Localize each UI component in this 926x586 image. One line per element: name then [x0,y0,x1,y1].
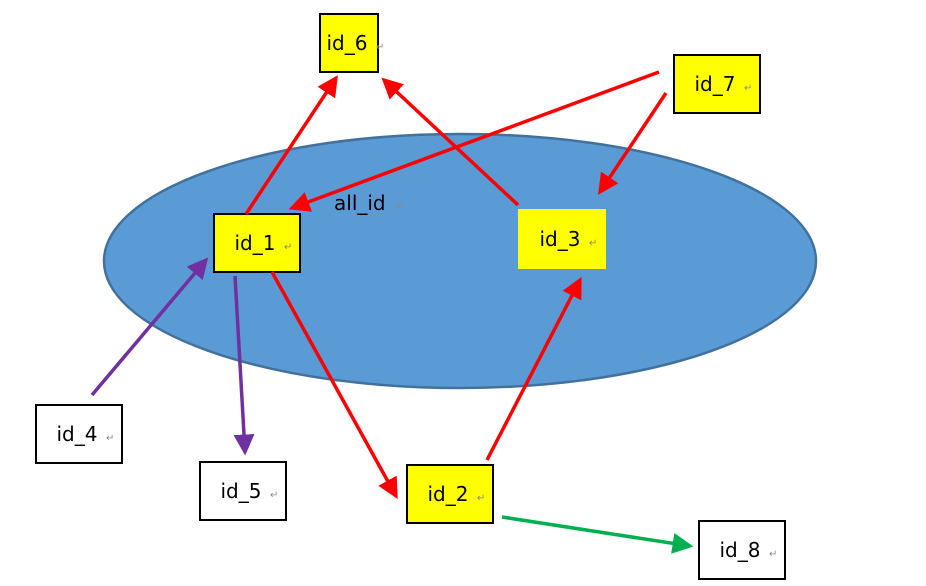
node-label: id_4 [57,422,98,446]
arrow-id-2-to-id-8 [501,515,694,554]
return-mark: ↵ [284,242,292,253]
node-box [406,464,494,524]
node-label: id_2 [428,482,469,506]
all-id-ellipse [102,132,818,390]
node-box [518,209,606,269]
node-label: id_8 [720,538,761,562]
arrow-id-1-to-id-6 [244,75,338,215]
arrow-id-4-to-id-1 [90,257,209,397]
return-mark: ↵ [477,493,485,504]
node-id-6: id_6 ↵ [319,13,384,73]
arrow-id-1-to-id-2 [270,271,398,500]
node-label: id_7 [695,72,736,96]
node-id-7: id_7 ↵ [673,54,761,114]
node-id-8: id_8 ↵ [698,520,786,580]
node-id-3: id_3 ↵ [518,209,606,269]
arrow-id-1-to-id-5 [233,275,255,456]
node-id-5: id_5 ↵ [199,461,287,521]
return-mark: ↵ [769,549,777,560]
return-mark: ↵ [106,433,114,444]
return-mark: ↵ [396,201,404,212]
node-box [319,13,379,73]
node-box [673,54,761,114]
arrow-id-7-to-id-3 [598,92,668,195]
arrow-id-3-to-id-6 [381,77,520,207]
node-label: id_1 [235,231,276,255]
return-mark: ↵ [744,83,752,94]
return-mark: ↵ [376,42,384,53]
all-id-label: all_id [334,191,386,215]
node-box [199,461,287,521]
node-label: id_6 [327,31,368,55]
node-label: id_5 [221,479,262,503]
arrow-id-7-to-id-1 [288,70,660,212]
node-id-2: id_2 ↵ [406,464,494,524]
node-label: id_3 [540,227,581,251]
node-box [213,213,301,273]
node-id-1: id_1 ↵ [213,213,301,273]
arrow-id-2-to-id-3 [485,276,582,461]
node-box [698,520,786,580]
node-id-4: id_4 ↵ [35,404,123,464]
node-box [35,404,123,464]
return-mark: ↵ [589,238,597,249]
return-mark: ↵ [270,490,278,501]
